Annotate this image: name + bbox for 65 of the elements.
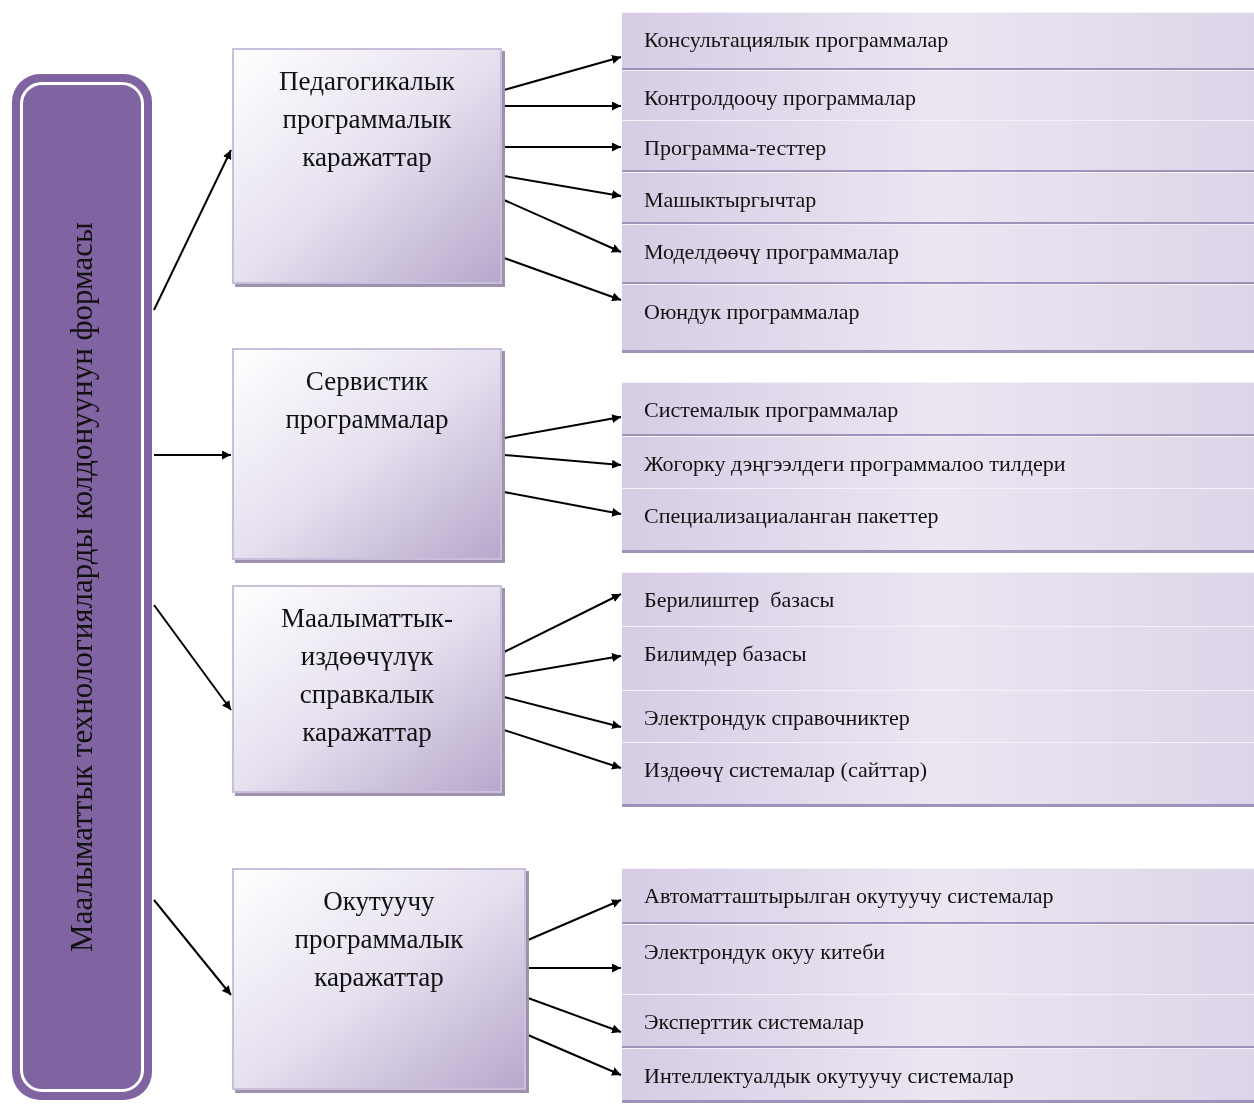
item-bar: [622, 868, 1254, 922]
arrow: [503, 55, 622, 91]
item-bar: [622, 436, 1254, 488]
item-label: Автоматташтырылган окутуучу системалар: [644, 883, 1054, 908]
item-bar: [622, 742, 1254, 804]
arrow: [503, 729, 622, 770]
item-bar: [622, 382, 1254, 434]
item-bar: [622, 690, 1254, 742]
item-label: Издөөчү системалар (сайттар): [644, 757, 928, 782]
item-label: Системалык программалар: [644, 397, 899, 422]
arrow: [503, 142, 622, 152]
item-label: Берилиштер базасы: [644, 587, 835, 612]
category-label: Сервистик программалар: [284, 365, 450, 436]
item-label: Программа-тесттер: [644, 135, 827, 160]
arrow: [527, 963, 622, 973]
item-label: Эксперттик системалар: [644, 1009, 865, 1034]
item-label: Жогорку дэңгээлдеги программалоо тилдери: [644, 451, 1066, 476]
arrow: [153, 450, 232, 460]
vertical-title-text: Маалыматтык технологияларды колдонуунун формасы: [62, 222, 100, 952]
item-bar: [622, 224, 1254, 282]
item-label: Специализациаланган пакеттер: [644, 503, 939, 528]
arrow: [503, 593, 622, 653]
item-bar: [622, 172, 1254, 222]
item-label: Контролдоочу программалар: [644, 85, 917, 110]
vertical-title-box: [12, 74, 152, 1100]
arrow: [153, 149, 232, 311]
item-bar: [622, 572, 1254, 626]
item-bar: [622, 284, 1254, 350]
item-bar: [622, 994, 1254, 1046]
arrow: [153, 899, 232, 996]
item-bar: [622, 1048, 1254, 1100]
category-label: Педагогикалык программалык каражаттар: [278, 65, 456, 174]
category-box: [232, 868, 526, 1090]
item-bar: [622, 120, 1254, 170]
item-label: Моделдөөчү программалар: [644, 239, 900, 264]
item-bar: [622, 626, 1254, 690]
arrow: [527, 899, 622, 941]
arrow: [503, 175, 622, 199]
category-box: [232, 348, 502, 560]
item-label: Консультациялык программалар: [644, 27, 949, 52]
item-bar: [622, 924, 1254, 994]
item-label: Машыктыргычтар: [644, 187, 817, 212]
item-bar: [622, 70, 1254, 120]
item-label: Электрондук справочниктер: [644, 705, 910, 730]
arrow: [153, 604, 232, 711]
arrow: [527, 997, 622, 1034]
item-bar: [622, 12, 1254, 68]
category-box: [232, 585, 502, 793]
category-box: [232, 48, 502, 284]
arrow: [503, 454, 622, 469]
arrow: [527, 1034, 622, 1076]
arrow: [503, 653, 622, 677]
arrow: [503, 491, 622, 517]
arrow: [503, 696, 622, 730]
arrow: [503, 199, 622, 253]
category-label: Окутуучу программалык каражаттар: [293, 885, 465, 994]
item-label: Интеллектуалдык окутуучу системалар: [644, 1063, 1014, 1088]
item-label: Электрондук окуу китеби: [644, 939, 886, 964]
arrow: [503, 414, 622, 439]
arrow: [503, 101, 622, 111]
item-label: Оюндук программалар: [644, 299, 860, 324]
arrow: [503, 257, 622, 302]
item-bar: [622, 488, 1254, 550]
category-label: Маалыматтык-издөөчүлүк справкалык каражаттар: [280, 602, 454, 749]
item-label: Билимдер базасы: [644, 641, 807, 666]
